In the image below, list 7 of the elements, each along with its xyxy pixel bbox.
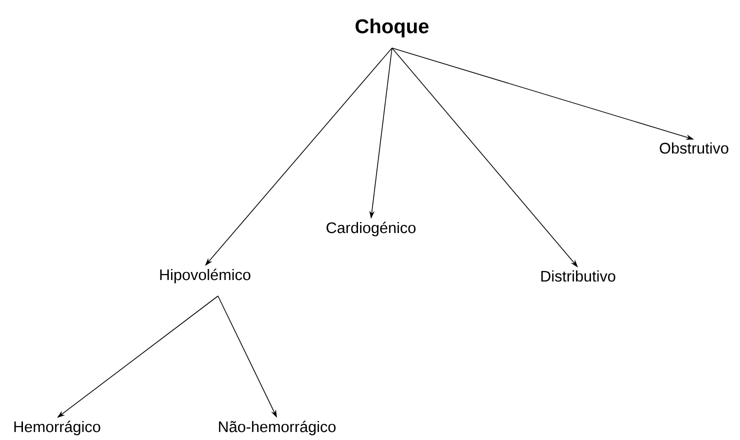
category-label: Hipovolémico xyxy=(160,268,250,284)
category-label: Distributivo xyxy=(541,270,616,282)
category-label: Não-hemorrágico xyxy=(219,420,336,436)
heading: Choque xyxy=(356,18,429,38)
category-label: Obstrutivo xyxy=(660,142,728,154)
category-label: Cardiogénico xyxy=(326,222,416,236)
category-label: Hemorrágico xyxy=(14,420,100,436)
